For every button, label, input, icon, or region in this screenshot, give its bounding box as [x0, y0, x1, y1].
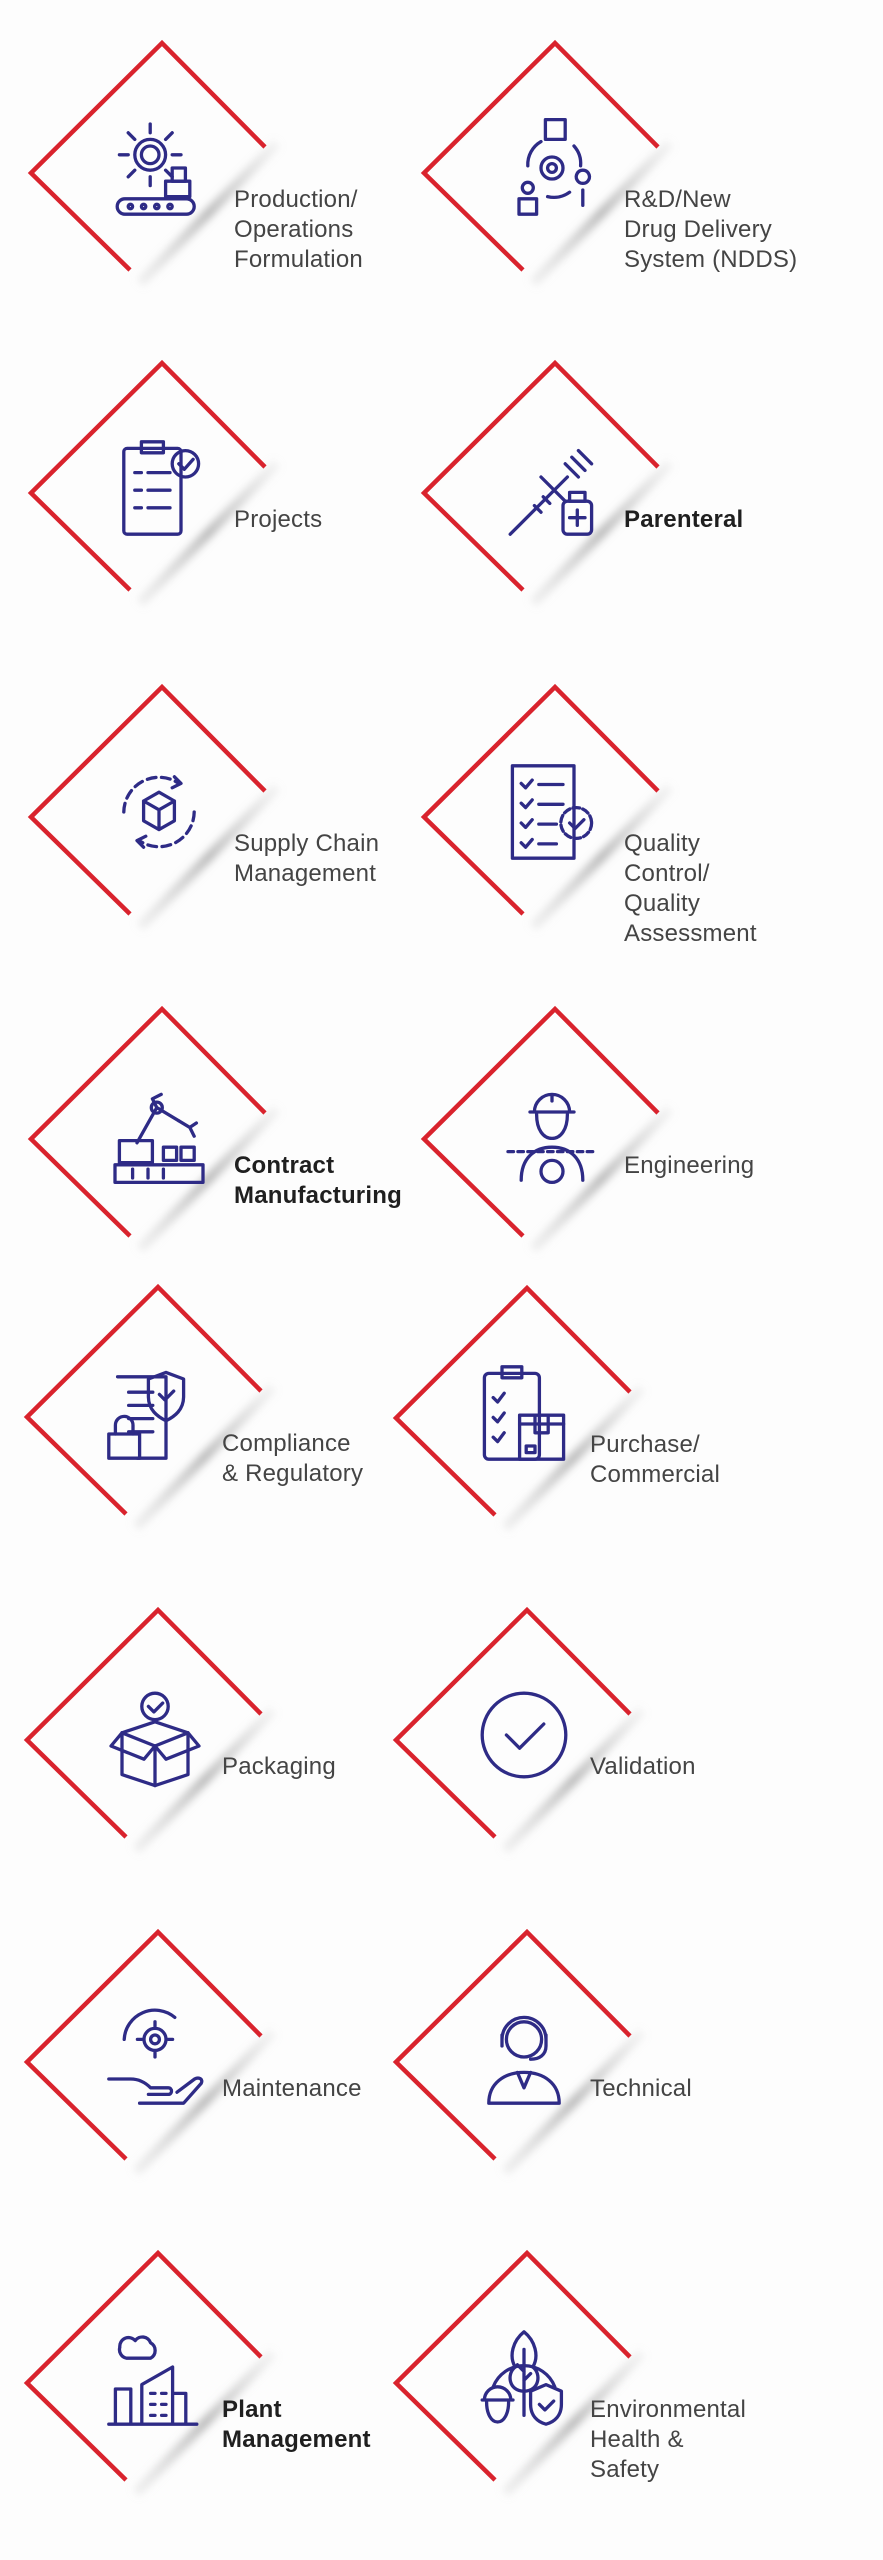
service-label-line: System (NDDS): [624, 246, 798, 273]
document-shield-lock-icon: [107, 1370, 186, 1460]
service-label-line: Contract: [234, 1152, 335, 1179]
service-label-line: Drug Delivery: [624, 216, 772, 243]
service-label-line: Health &: [590, 2426, 684, 2453]
tree-worker-shield-icon: [480, 2330, 564, 2426]
diamond-frame: [392, 1284, 646, 1532]
check-circle-icon: [480, 1691, 568, 1779]
service-label-line: Commercial: [590, 1461, 721, 1488]
service-label-line: Operations: [234, 216, 354, 243]
service-label: Technical: [590, 2074, 692, 2104]
service-label: Maintenance: [222, 2074, 362, 2104]
service-label-line: Assessment: [624, 920, 757, 947]
service-label-line: Quality: [624, 890, 701, 917]
service-label-line: Packaging: [222, 1753, 336, 1780]
service-label: Validation: [590, 1752, 696, 1782]
diamond-frame: [392, 1606, 646, 1854]
diamond-frame: [23, 1606, 277, 1854]
service-label-line: Management: [222, 2426, 371, 2453]
service-label-line: Purchase/: [590, 1431, 700, 1458]
rd-cycle-icon: [517, 117, 592, 216]
service-label-line: Management: [234, 860, 377, 887]
clipboard-box-icon: [482, 1365, 566, 1461]
gear-conveyor-icon: [115, 122, 196, 216]
open-box-check-icon: [109, 1691, 201, 1788]
diamond-frame: [27, 39, 281, 287]
service-label-line: Manufacturing: [234, 1182, 402, 1209]
diamond-frame: [392, 2249, 646, 2497]
diamond-frame: [420, 359, 674, 607]
service-label-line: Supply Chain: [234, 830, 380, 857]
headset-person-icon: [487, 2015, 561, 2105]
checklist-icon: [510, 764, 594, 860]
service-label: Parenteral: [624, 505, 743, 535]
hand-gear-icon: [107, 2008, 204, 2105]
service-label: Compliance & Regulatory: [222, 1429, 363, 1489]
service-label: Packaging: [222, 1752, 336, 1782]
service-label: Purchase/Commercial: [590, 1430, 720, 1490]
service-label-line: Plant: [222, 2396, 282, 2423]
diamond-frame: [23, 1283, 277, 1531]
diamond-frame: [27, 683, 281, 931]
service-label: Engineering: [624, 1151, 754, 1181]
service-label-line: & Regulatory: [222, 1460, 364, 1487]
diamond-frame: [420, 683, 674, 931]
service-label-line: Quality: [624, 830, 701, 857]
syringe-vial-icon: [508, 448, 594, 536]
service-label-line: Formulation: [234, 246, 363, 273]
diamond-frame: [27, 1005, 281, 1253]
service-label-line: Validation: [590, 1753, 696, 1780]
service-label-line: Safety: [590, 2456, 660, 2483]
diamond-frame: [23, 1928, 277, 2176]
diamond-frame: [27, 359, 281, 607]
service-label-line: Parenteral: [624, 506, 744, 533]
service-label-line: Production/: [234, 186, 358, 213]
service-label-line: Projects: [234, 506, 323, 533]
service-label-line: R&D/New: [624, 186, 731, 213]
diamond-frame: [420, 1005, 674, 1253]
factory-icon: [107, 2335, 199, 2426]
clipboard-check-icon: [122, 440, 201, 536]
service-label-line: Maintenance: [222, 2075, 362, 2102]
service-label-line: Control/: [624, 860, 710, 887]
engineer-gear-icon: [506, 1092, 598, 1185]
service-label-line: Compliance: [222, 1430, 351, 1457]
service-label: Projects: [234, 505, 322, 535]
diamond-frame: [23, 2249, 277, 2497]
robot-arm-icon: [113, 1092, 205, 1185]
diamond-frame: [420, 39, 674, 287]
box-cycle-icon: [122, 775, 196, 849]
service-label-line: Environmental: [590, 2396, 747, 2423]
diamond-frame: [392, 1928, 646, 2176]
service-label-line: Technical: [590, 2075, 692, 2102]
service-label-line: Engineering: [624, 1152, 755, 1179]
